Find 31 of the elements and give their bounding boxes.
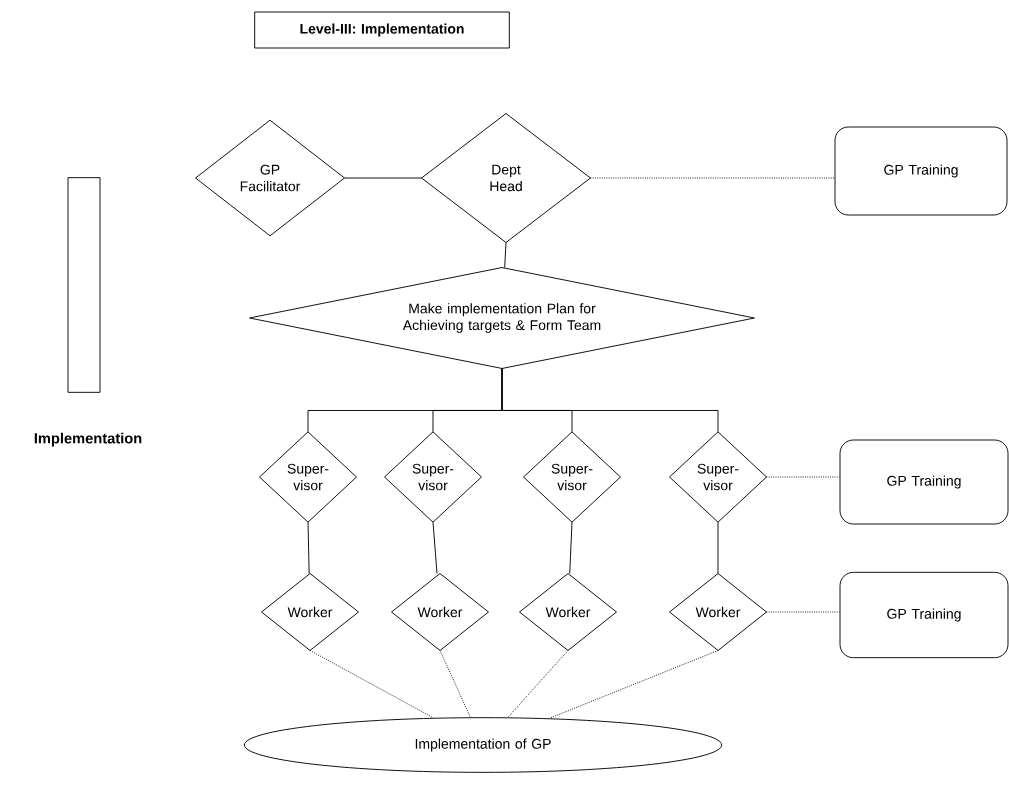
dotted-line [548,650,719,719]
diamond-box: Super-visor [384,431,482,523]
dotted-line [439,650,471,718]
rounded-box: GP Training [839,439,1009,525]
rounded-box: GP Training [839,571,1009,659]
dotted-line [590,177,835,179]
diamond-box: Worker [519,573,617,651]
dotted-line [309,650,434,719]
bar-label: Implementation [34,432,142,447]
connector-line [432,521,438,574]
vertical-bar [67,177,101,393]
connector-line [717,521,719,574]
diamond-box: Worker [669,573,767,651]
connector-line [307,521,310,574]
diamond-box: Make implementation Plan for Achieving targets & Form Team [249,267,755,369]
rounded-box: GP Training [834,126,1008,216]
diamond-box: Worker [391,573,489,651]
connector-line [501,368,719,433]
connector-line [569,521,573,574]
diamond-box: Super-visor [259,431,357,523]
ellipse-box: Implementation of GP [243,717,723,773]
label-box: Level-III: Implementation [254,11,510,49]
diamond-box: GP Facilitator [195,119,345,237]
dotted-line [766,611,840,613]
connector-line [344,177,422,179]
diamond-box: Super-visor [523,431,621,523]
dotted-line [766,476,840,478]
diamond-box: Super-visor [669,431,767,523]
connector-line [504,242,507,268]
diamond-box: Dept Head [421,113,591,243]
diamond-box: Worker [261,573,359,651]
